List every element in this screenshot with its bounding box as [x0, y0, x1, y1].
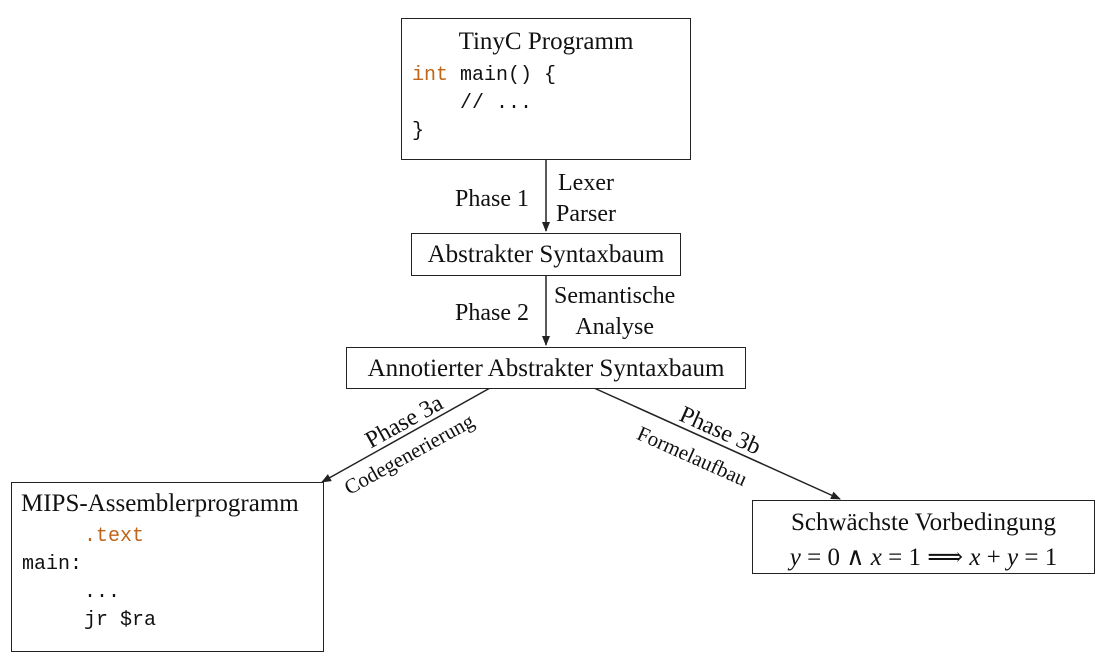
phase1-desc-parser: Parser — [556, 201, 616, 227]
mips-instr-jr: jr $ra — [84, 609, 157, 632]
mips-directive-text: .text — [84, 525, 145, 548]
ast-box: Abstrakter Syntaxbaum — [411, 233, 681, 276]
weakest-precondition-box: Schwächste Vorbedingung y = 0 ∧ x = 1 ⟹ … — [752, 500, 1095, 574]
formula-eq1: = 0 ∧ — [800, 544, 871, 571]
arrow-phase3a — [321, 387, 491, 483]
phase1-desc: Lexer Parser — [556, 171, 616, 226]
phase2-desc-analysis: Analyse — [575, 314, 654, 340]
code-line-comment: // ... — [412, 92, 533, 115]
phase2-desc-semantic: Semantische — [554, 283, 676, 309]
phase2-desc: Semantische Analyse — [554, 284, 675, 339]
formula-y2: y — [1007, 544, 1019, 571]
tinyc-program-title: TinyC Programm — [458, 28, 634, 55]
phase2-label: Phase 2 — [455, 300, 529, 326]
phase1-desc-lexer: Lexer — [558, 170, 614, 196]
formula-eq3: = 1 — [1018, 544, 1058, 571]
tinyc-code: int main() { // ...} — [412, 62, 690, 146]
formula-x2: x — [969, 544, 981, 571]
mips-label-main: main: — [22, 553, 83, 576]
formula-plus: + — [980, 544, 1008, 571]
arrow-phase3b — [593, 387, 841, 500]
code-keyword-int: int — [412, 64, 449, 87]
weakest-precondition-formula: y = 0 ∧ x = 1 ⟹ x + y = 1 — [753, 542, 1094, 572]
weakest-precondition-title: Schwächste Vorbedingung — [790, 509, 1056, 536]
annotated-ast-title: Annotierter Abstrakter Syntaxbaum — [367, 355, 725, 382]
mips-dots: ... — [84, 581, 121, 604]
formula-x1: x — [870, 544, 882, 571]
code-line-main: main() { — [448, 64, 557, 87]
ast-title: Abstrakter Syntaxbaum — [427, 241, 665, 268]
tinyc-program-box: TinyC Programm int main() { // ...} — [401, 18, 691, 160]
formula-y1: y — [789, 544, 801, 571]
code-line-close: } — [412, 120, 425, 143]
annotated-ast-box: Annotierter Abstrakter Syntaxbaum — [346, 347, 746, 389]
formula-eq2: = 1 ⟹ — [881, 544, 970, 571]
phase1-label: Phase 1 — [455, 186, 529, 212]
mips-program-title: MIPS-Assemblerprogramm — [21, 490, 299, 517]
